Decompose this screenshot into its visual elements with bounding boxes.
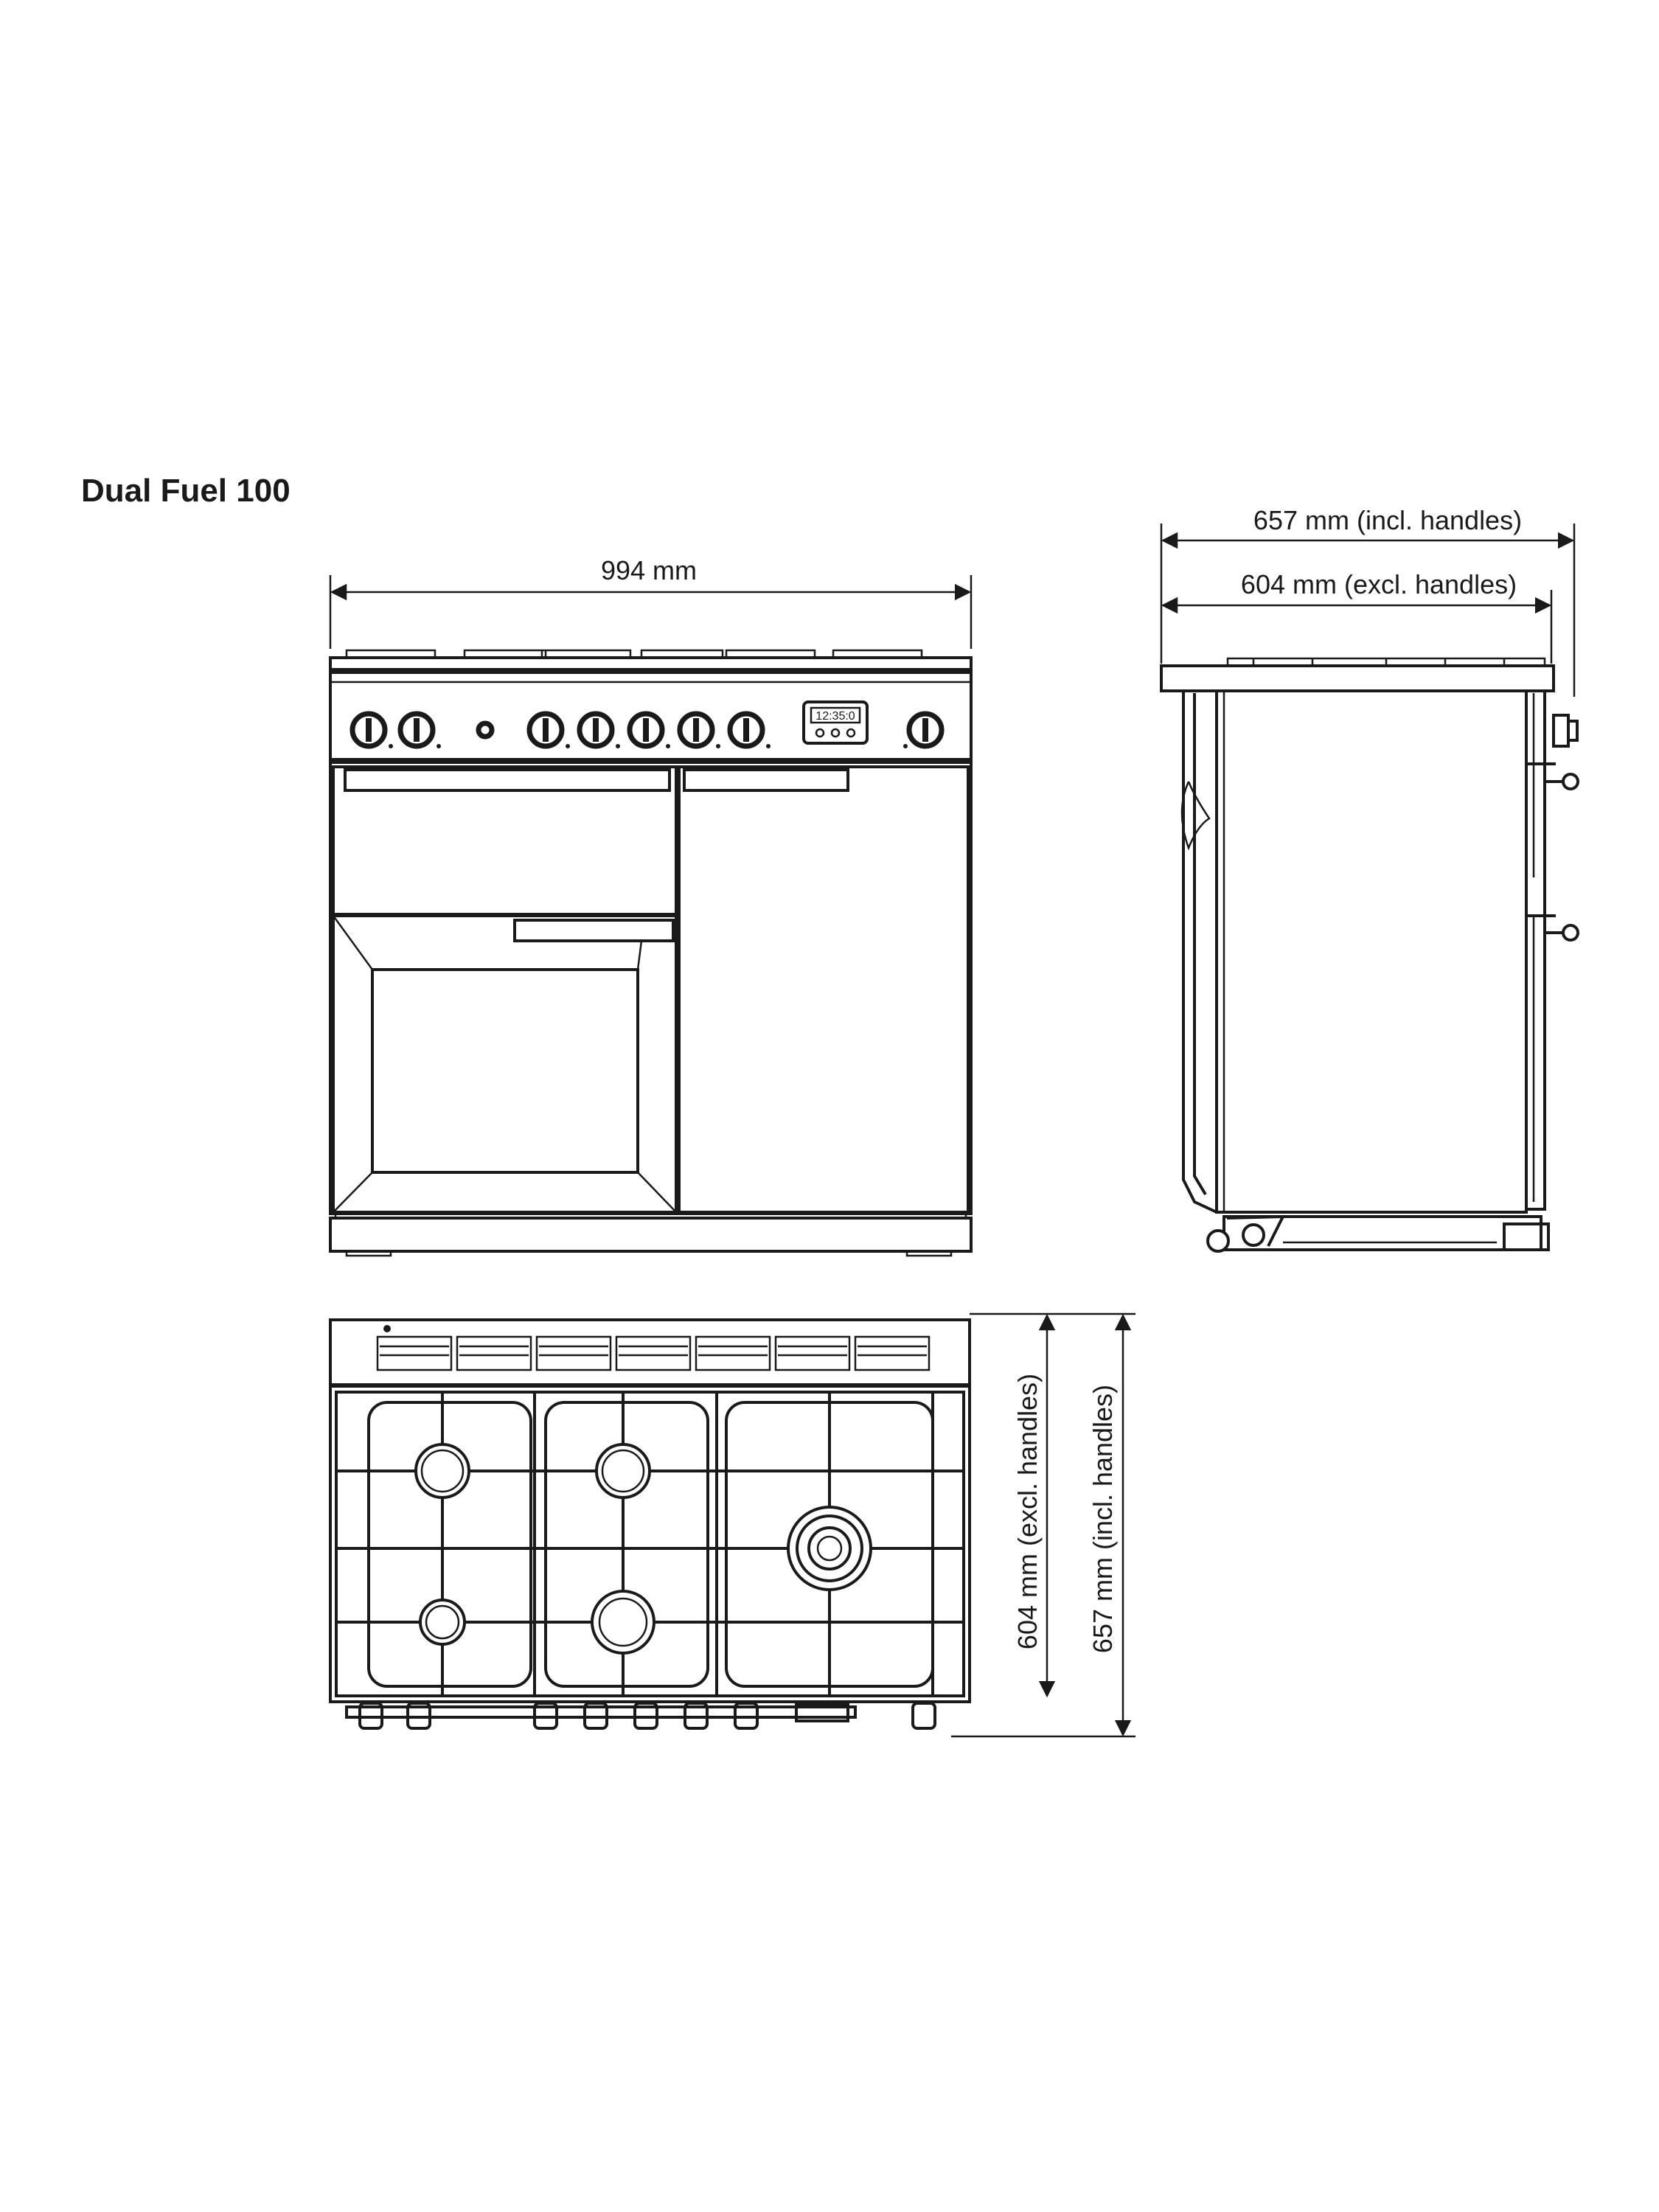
top-view-knobs	[345, 1702, 936, 1730]
top-view: 604 mm (excl. handles) 657 mm (incl. han…	[329, 1312, 1135, 1738]
control-knobs	[349, 711, 945, 749]
main-oven-door	[332, 914, 678, 1214]
knob-indicator-dots	[389, 744, 908, 748]
side-plinth	[1222, 1215, 1543, 1251]
side-view: 657 mm (incl. handles) 604 mm (excl. han…	[1160, 505, 1579, 1253]
side-handle-icon	[1545, 773, 1579, 790]
burner-icon	[419, 1599, 466, 1646]
top-excl-label: 604 mm (excl. handles)	[1012, 1374, 1043, 1649]
side-incl-label: 657 mm (incl. handles)	[1253, 505, 1522, 535]
foot-icon	[1503, 1222, 1550, 1251]
side-back-bracket	[1180, 781, 1211, 851]
front-view: 994 mm 12:35:0	[329, 555, 973, 1257]
top-incl-label: 657 mm (incl. handles)	[1088, 1385, 1118, 1653]
ignition-button-icon	[476, 720, 495, 740]
side-excl-label: 604 mm (excl. handles)	[1241, 569, 1517, 599]
burner-icon	[414, 1443, 470, 1499]
knob-icon	[906, 711, 945, 749]
knob-icon	[677, 711, 715, 749]
wok-burner-icon	[787, 1506, 872, 1591]
tall-oven-handle	[683, 768, 849, 792]
clock-display: 12:35:0	[802, 700, 869, 745]
side-back-profile	[1182, 691, 1217, 1214]
knob-icon	[526, 711, 565, 749]
burner-icon	[595, 1443, 651, 1499]
side-front-profile	[1526, 689, 1546, 1211]
burner-icon	[591, 1590, 655, 1655]
knob-icon	[397, 711, 436, 749]
cooker-body	[329, 761, 973, 1215]
knob-icon	[627, 711, 665, 749]
front-pan-supports	[329, 649, 973, 671]
tall-oven-door	[678, 765, 970, 1214]
drawing-title: Dual Fuel 100	[81, 473, 291, 509]
rear-vent-panel	[329, 1318, 971, 1386]
clock-time: 12:35:0	[815, 710, 855, 723]
knob-icon	[577, 711, 615, 749]
hob-top	[329, 1385, 971, 1703]
knob-icon	[349, 711, 388, 749]
side-hob-top	[1160, 664, 1555, 692]
control-panel	[329, 671, 973, 761]
rear-vents	[376, 1325, 931, 1371]
wheel-icon	[1206, 1214, 1286, 1253]
main-oven-handle	[513, 919, 675, 942]
grill-handle	[344, 768, 671, 792]
side-handle-icon	[1545, 924, 1579, 942]
oven-window	[371, 968, 639, 1174]
side-knob-icon	[1552, 714, 1579, 748]
knob-icon	[727, 711, 765, 749]
front-width-label: 994 mm	[601, 555, 697, 585]
plinth	[329, 1217, 973, 1253]
side-panel	[1215, 689, 1528, 1214]
